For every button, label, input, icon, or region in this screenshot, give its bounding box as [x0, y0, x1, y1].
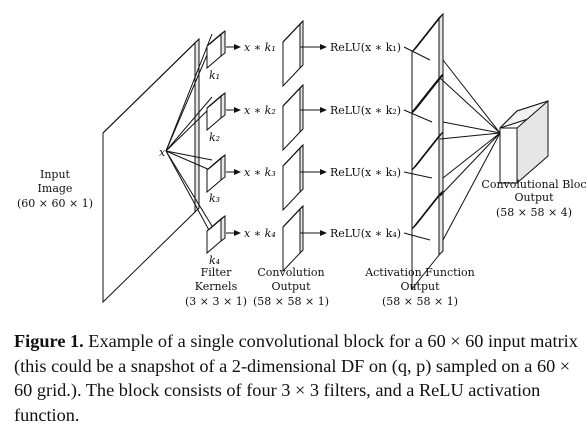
filter-label-line-3: (3 × 3 × 1): [185, 295, 247, 308]
conv-stage-label-line-3: (58 × 58 × 1): [253, 295, 329, 308]
input-node-label: x: [159, 146, 166, 159]
conv-output-slabs: [282, 19, 304, 273]
kernel-label-k3: k₃: [209, 192, 220, 205]
block-label-line-2: Output: [514, 191, 554, 204]
block-label-line-3: (58 × 58 × 4): [496, 206, 572, 219]
input-image-slab: [102, 37, 200, 304]
activation-output-1: [411, 12, 444, 114]
kernel-k3: [206, 154, 226, 194]
filter-label-line-1: Filter: [201, 266, 233, 279]
converge-lines: [439, 59, 501, 241]
conv-to-relu-arrows: [300, 44, 327, 236]
relu-label-3: ReLU(x ∗ k₃): [330, 166, 401, 179]
activation-stage-label-line-2: Output: [400, 280, 440, 293]
input-label-line-1: Input: [40, 168, 71, 181]
input-label-line-3: (60 × 60 × 1): [17, 197, 93, 210]
kernel-to-conv-arrows: [226, 44, 241, 236]
conv-output-4: [282, 204, 304, 273]
kernel-k2: [206, 92, 226, 132]
activation-output-slabs: [411, 12, 444, 291]
fan-out-lines: [165, 33, 213, 233]
block-output-cube: [499, 99, 549, 185]
input-label-line-2: Image: [38, 182, 73, 195]
conv-stage-label-line-1: Convolution: [257, 266, 324, 279]
activation-output-4: [411, 189, 444, 291]
conv-op-label-4: x ∗ k₄: [244, 227, 276, 240]
relu-label-1: ReLU(x ∗ k₁): [330, 41, 401, 54]
kernel-k4: [206, 215, 226, 255]
kernel-label-k4: k₄: [209, 254, 220, 267]
conv-op-label-2: x ∗ k₂: [244, 104, 276, 117]
relu-label-2: ReLU(x ∗ k₂): [330, 104, 401, 117]
conv-op-label-1: x ∗ k₁: [244, 41, 276, 54]
conv-output-3: [282, 143, 304, 212]
conv-output-2: [282, 83, 304, 152]
block-label-line-1: Convolutional Bloc: [481, 178, 586, 191]
activation-output-2: [411, 73, 444, 175]
activation-inner-lines: [403, 46, 433, 241]
conv-stage-label-line-2: Output: [271, 280, 311, 293]
figure-caption: Figure 1. Example of a single convolutio…: [14, 329, 580, 427]
kernel-label-k1: k₁: [209, 69, 220, 82]
activation-stage-label-line-1: Activation Function: [364, 266, 475, 279]
conv-op-label-3: x ∗ k₃: [244, 166, 276, 179]
caption-text: Example of a single convolutional block …: [14, 331, 578, 425]
kernel-label-k2: k₂: [209, 131, 220, 144]
kernel-k1: [206, 30, 226, 70]
filter-label-line-2: Kernels: [195, 280, 238, 293]
kernel-boxes: [206, 30, 226, 255]
relu-label-4: ReLU(x ∗ k₄): [330, 227, 401, 240]
activation-stage-label-line-3: (58 × 58 × 1): [382, 295, 458, 308]
conv-output-1: [282, 19, 304, 88]
cnn-block-diagram: Input Image (60 × 60 × 1) x: [17, 12, 586, 308]
caption-lead: Figure 1.: [14, 331, 84, 351]
